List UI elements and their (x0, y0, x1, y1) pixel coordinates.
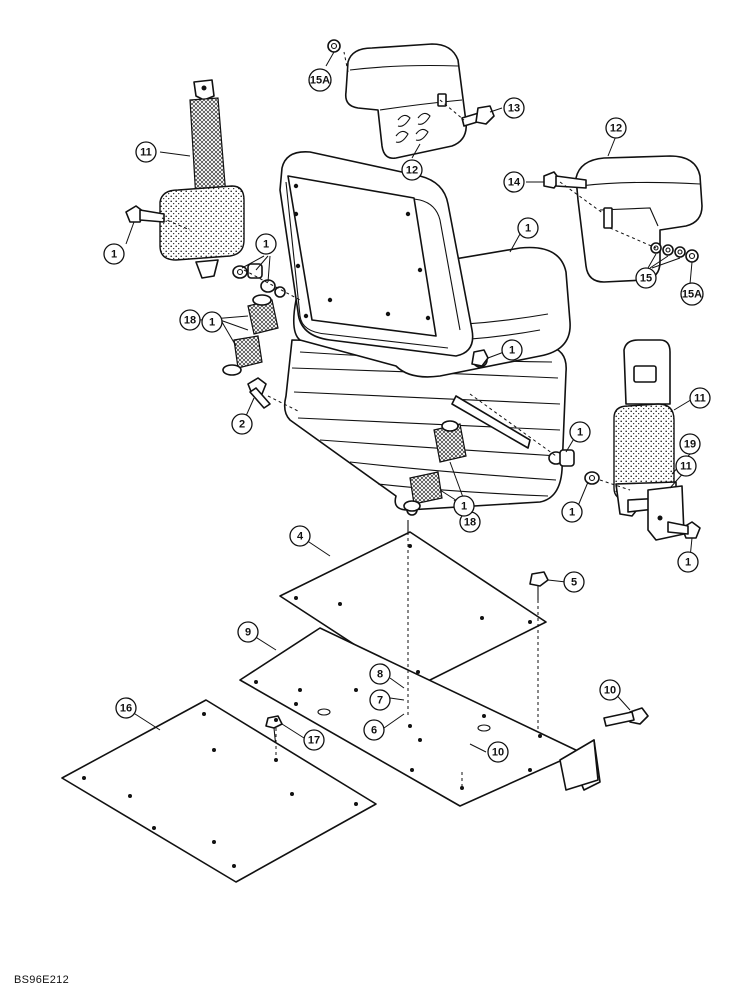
callout-label: 15A (310, 75, 330, 87)
seatbelt-left-11 (159, 79, 245, 279)
callout-label: 1 (685, 557, 691, 569)
callout-11-left: 11 (135, 141, 157, 163)
callout-label: 9 (245, 627, 251, 639)
callout-label: 12 (406, 165, 418, 177)
callout-6: 6 (363, 719, 385, 741)
callout-1-i: 1 (453, 495, 475, 517)
callout-label: 18 (464, 517, 476, 529)
seatbelt-right-11 (613, 339, 685, 541)
callout-1-g: 1 (561, 501, 583, 523)
callout-10-right: 10 (599, 679, 621, 701)
alignment-lines (161, 51, 657, 790)
callout-19: 19 (679, 433, 701, 455)
callout-11-right2: 11 (675, 455, 697, 477)
callout-label: 1 (569, 507, 575, 519)
callout-4: 4 (289, 525, 311, 547)
callout-label: 15 (640, 273, 652, 285)
callout-15a-top: 15A (308, 68, 332, 92)
callout-14: 14 (503, 171, 525, 193)
callout-label: 12 (610, 123, 622, 135)
callout-label: 17 (308, 735, 320, 747)
callout-5: 5 (563, 571, 585, 593)
callout-label: 4 (297, 531, 304, 543)
callout-11-right: 11 (689, 387, 711, 409)
callout-label: 5 (571, 577, 577, 589)
callout-1-d: 1 (201, 311, 223, 333)
callout-label: 1 (525, 223, 531, 235)
callout-16: 16 (115, 697, 137, 719)
callout-label: 18 (184, 315, 196, 327)
callout-label: 1 (263, 239, 269, 251)
callout-label: 14 (508, 177, 521, 189)
callout-12-top: 12 (401, 159, 423, 181)
callout-label: 11 (140, 147, 152, 159)
callout-label: 1 (209, 317, 215, 329)
callout-2: 2 (231, 413, 253, 435)
callout-10-mid: 10 (487, 741, 509, 763)
callout-13: 13 (503, 97, 525, 119)
callout-18-right: 18 (459, 511, 481, 533)
callout-label: 10 (492, 747, 504, 759)
callout-label: 16 (120, 703, 132, 715)
callout-label: 10 (604, 685, 616, 697)
callout-18-left: 18 (179, 309, 201, 331)
armrest-right-12 (575, 155, 703, 283)
callout-label: 8 (377, 669, 383, 681)
callout-1-a: 1 (103, 243, 125, 265)
callout-15: 15 (635, 267, 657, 289)
callout-17: 17 (303, 729, 325, 751)
callout-label: 11 (694, 393, 706, 405)
plate-16 (61, 699, 377, 883)
strap-links-18 (222, 294, 467, 512)
callout-label: 1 (111, 249, 117, 261)
callout-7: 7 (369, 689, 391, 711)
callout-8: 8 (369, 663, 391, 685)
callout-label: 13 (508, 103, 520, 115)
callout-label: 1 (461, 501, 467, 513)
callout-label: 19 (684, 439, 696, 451)
callout-label: 2 (239, 419, 245, 431)
callout-label: 6 (371, 725, 377, 737)
armrest-top-12 (344, 43, 468, 160)
callout-label: 1 (577, 427, 583, 439)
callout-label: 15A (682, 289, 702, 301)
callout-1-c: 1 (517, 217, 539, 239)
callout-1-b: 1 (255, 233, 277, 255)
callout-label: 1 (509, 345, 515, 357)
callout-1-e: 1 (501, 339, 523, 361)
callout-12-right: 12 (605, 117, 627, 139)
callout-15a-right: 15A (680, 282, 704, 306)
drawing-code: BS96E212 (14, 974, 69, 986)
callout-label: 7 (377, 695, 383, 707)
callout-1-f: 1 (569, 421, 591, 443)
callout-label: 11 (680, 461, 692, 473)
callout-1-h: 1 (677, 551, 699, 573)
seat-assembly (279, 151, 571, 540)
callout-9: 9 (237, 621, 259, 643)
